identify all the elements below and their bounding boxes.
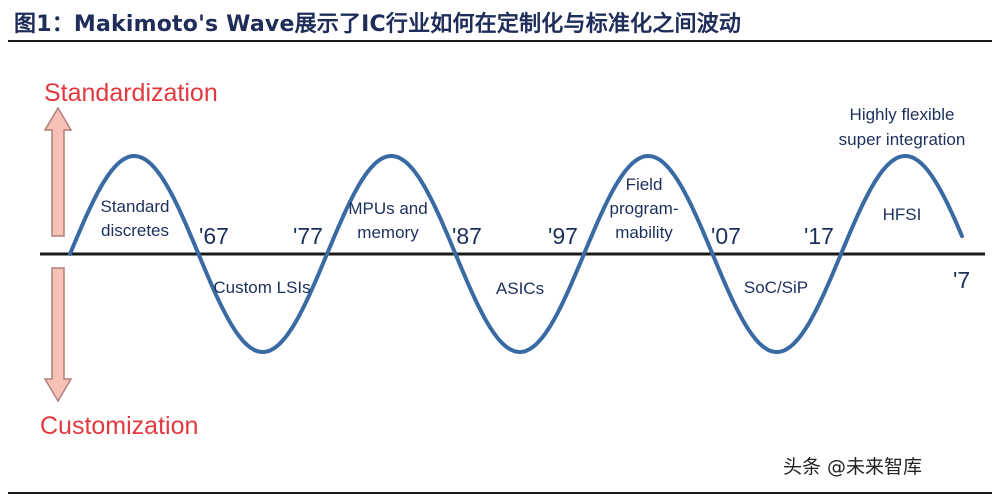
phase-hfsi: HFSI bbox=[883, 205, 922, 224]
year-label-87: '87 bbox=[452, 223, 482, 249]
phase-hfsi-title-line1: Highly flexible bbox=[850, 105, 955, 124]
phase-field-programmability-line2: program- bbox=[610, 199, 679, 218]
phase-field-programmability-line3: mability bbox=[615, 223, 673, 242]
phase-asics: ASICs bbox=[496, 279, 544, 298]
double-arrow-icon bbox=[43, 106, 73, 403]
arrow-down-icon bbox=[43, 267, 73, 403]
bottom-rule bbox=[8, 492, 992, 494]
standardization-label: Standardization bbox=[44, 79, 218, 107]
phase-standard-discretes-line1: Standard bbox=[101, 197, 170, 216]
year-label-07: '07 bbox=[711, 223, 741, 249]
phase-custom-lsis: Custom LSIs bbox=[213, 278, 310, 297]
watermark: 头条 @未来智库 bbox=[783, 456, 923, 478]
phase-standard-discretes-line2: discretes bbox=[101, 221, 169, 240]
top-rule bbox=[8, 40, 992, 42]
phase-soc-sip: SoC/SiP bbox=[744, 278, 808, 297]
phase-mpus-memory-line1: MPUs and bbox=[348, 199, 427, 218]
makimoto-wave-curve bbox=[68, 153, 964, 355]
phase-field-programmability-line1: Field bbox=[626, 175, 663, 194]
figure-title: 图1：Makimoto's Wave展示了IC行业如何在定制化与标准化之间波动 bbox=[14, 12, 742, 37]
phase-mpus-memory-line2: memory bbox=[357, 223, 419, 242]
year-label-7: '7 bbox=[953, 267, 970, 293]
year-label-67: '67 bbox=[199, 223, 229, 249]
year-label-97: '97 bbox=[548, 223, 578, 249]
arrow-up-icon bbox=[43, 106, 73, 237]
customization-label: Customization bbox=[40, 412, 198, 440]
phase-hfsi-title-line2: super integration bbox=[839, 130, 966, 149]
year-label-17: '17 bbox=[804, 223, 834, 249]
year-label-77: '77 bbox=[293, 223, 323, 249]
